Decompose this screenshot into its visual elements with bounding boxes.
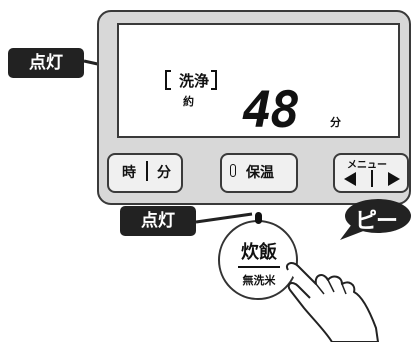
hand-outline <box>286 262 379 342</box>
keep-warm-led-icon <box>230 164 236 177</box>
left-arrow-icon <box>344 172 356 186</box>
beep-bubble-body <box>345 199 411 233</box>
mode-label: 洗浄 <box>178 72 209 90</box>
finger-lines <box>315 279 347 295</box>
mode-bracket-right <box>211 70 217 90</box>
min-label: 分 <box>157 165 171 181</box>
hour-min-button[interactable] <box>107 153 183 193</box>
beep-label: ピー <box>354 209 398 234</box>
keep-warm-label: 保温 <box>246 165 274 181</box>
lit-callout-top-label: 点灯 <box>29 53 63 73</box>
approx-label: 約 <box>183 95 194 108</box>
cook-led-indicator <box>255 212 262 224</box>
cook-button[interactable] <box>218 220 298 300</box>
right-arrow-icon <box>388 172 400 186</box>
pressing-hand-icon <box>286 262 379 342</box>
hour-label: 時 <box>122 165 136 181</box>
cook-button-divider <box>238 266 280 268</box>
leader-line-bottom <box>195 212 253 224</box>
menu-label: メニュー <box>347 160 387 171</box>
cook-button-label: 炊飯 <box>241 242 277 263</box>
lit-callout-top: 点灯 <box>8 48 84 78</box>
lit-callout-bottom: 点灯 <box>120 206 196 236</box>
lit-callout-bottom-label: 点灯 <box>141 211 175 231</box>
mode-bracket-left <box>165 70 171 90</box>
hour-min-divider <box>146 161 148 181</box>
time-readout: 48 <box>242 81 300 139</box>
cook-button-sublabel: 無洗米 <box>242 274 276 287</box>
time-unit-label: 分 <box>330 116 341 129</box>
menu-arrows-icon <box>344 170 400 187</box>
keep-warm-button[interactable] <box>220 153 298 193</box>
lcd-screen <box>117 23 400 138</box>
beep-speech-bubble <box>340 199 411 240</box>
beep-bubble-tail <box>340 224 366 240</box>
